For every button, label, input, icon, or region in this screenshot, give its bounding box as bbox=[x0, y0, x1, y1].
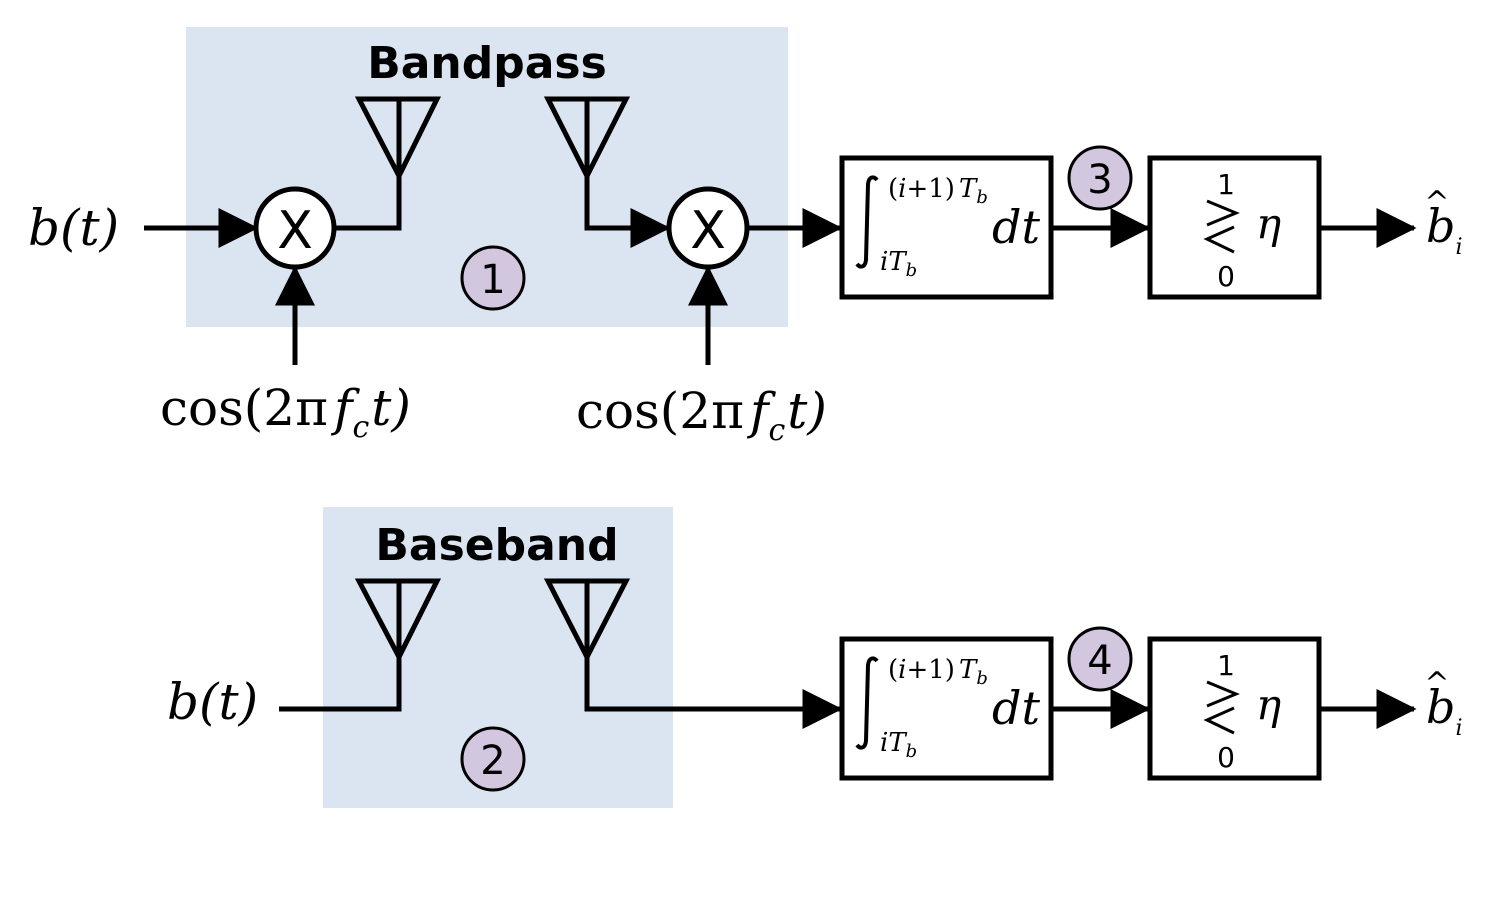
decision-lower-label: 0 bbox=[1217, 260, 1235, 293]
baseband-output-label: bi bbox=[1426, 680, 1463, 741]
rx-mixer-symbol: X bbox=[690, 201, 726, 261]
bandpass-output-label: bi bbox=[1426, 199, 1463, 260]
integrator-upper-limit: (i+1)Tb bbox=[888, 174, 988, 208]
baseband-decision-lower-label: 0 bbox=[1217, 741, 1235, 774]
baseband-integral-sign-icon bbox=[855, 656, 879, 750]
baseband-integrator-upper-limit: (i+1)Tb bbox=[888, 655, 988, 689]
baseband-decision-block bbox=[1147, 636, 1322, 781]
baseband-integrator-lower-limit: iTb bbox=[880, 728, 917, 762]
baseband-rx-feed-wire bbox=[584, 657, 843, 729]
stage-badge-3 bbox=[1067, 145, 1133, 211]
baseband-decision-upper-label: 1 bbox=[1217, 649, 1235, 682]
bandpass-title: Bandpass bbox=[367, 38, 607, 89]
stage-badge-3-label: 3 bbox=[1087, 157, 1112, 203]
stage-badge-4 bbox=[1067, 626, 1133, 692]
baseband-integrator-block bbox=[839, 636, 1054, 781]
rx-feed-wire bbox=[584, 176, 671, 248]
bandpass-output-hat: ^ bbox=[1424, 185, 1449, 220]
region-badge-1-label: 1 bbox=[480, 257, 505, 303]
tx-antenna-icon bbox=[354, 96, 442, 182]
decision-threshold: η bbox=[1256, 199, 1281, 248]
integrator-differential: dt bbox=[992, 200, 1040, 254]
baseband-greater-less-icon bbox=[1203, 680, 1240, 735]
integral-sign-icon bbox=[855, 175, 879, 269]
baseband-tx-antenna-icon bbox=[354, 578, 442, 663]
integrator-block bbox=[839, 155, 1054, 300]
baseband-system: Baseband b(t) 2 (i+1)Tb iTb dt 4 1 0 bbox=[167, 507, 1463, 808]
decision-block bbox=[1147, 155, 1322, 300]
stage-badge-4-label: 4 bbox=[1087, 638, 1112, 684]
rx-antenna-icon bbox=[543, 96, 631, 182]
baseband-tx-feed-wire bbox=[279, 657, 402, 712]
baseband-decision-threshold: η bbox=[1256, 680, 1281, 729]
baseband-integrator-differential: dt bbox=[992, 681, 1040, 735]
integrator-lower-limit: iTb bbox=[880, 247, 917, 281]
decision-upper-label: 1 bbox=[1217, 168, 1235, 201]
baseband-input-label: b(t) bbox=[167, 673, 258, 731]
baseband-title: Baseband bbox=[375, 520, 618, 571]
greater-less-icon bbox=[1203, 199, 1240, 254]
bandpass-input-label: b(t) bbox=[28, 199, 119, 257]
tx-feed-wire bbox=[334, 176, 402, 231]
region-badge-2-label: 2 bbox=[480, 738, 505, 784]
baseband-rx-antenna-icon bbox=[543, 578, 631, 663]
region-badge-2 bbox=[460, 726, 526, 792]
region-badge-1 bbox=[460, 245, 526, 311]
baseband-output-hat: ^ bbox=[1424, 666, 1449, 701]
tx-mixer-symbol: X bbox=[277, 201, 313, 261]
